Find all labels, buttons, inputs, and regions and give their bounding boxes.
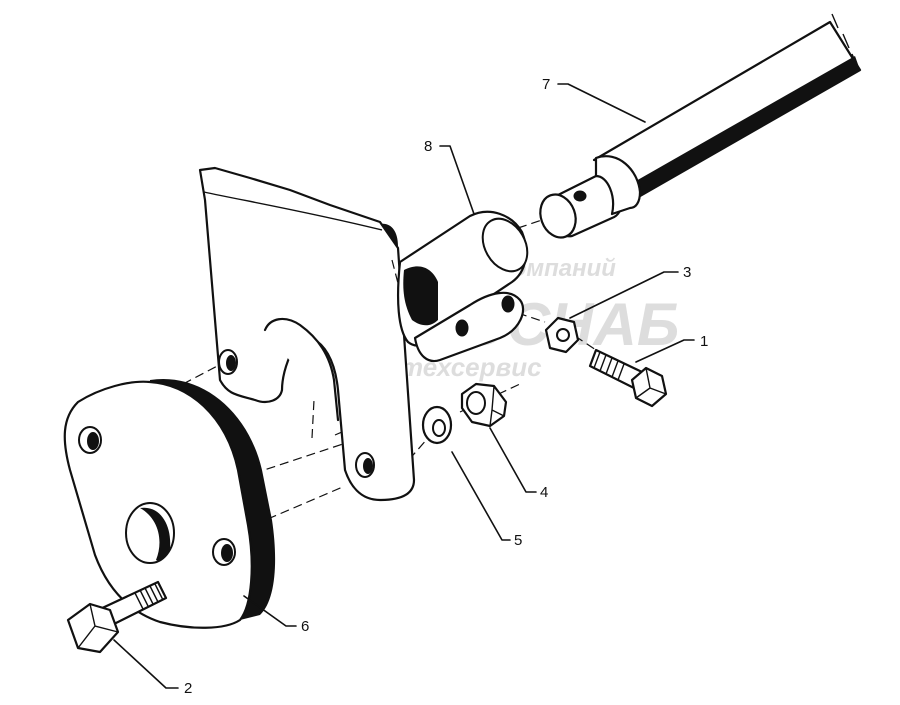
part-1-bolt [588,348,668,408]
callout-5: 5 [514,532,522,549]
part-7-shaft [539,13,862,239]
part-5-washer [421,405,453,445]
leader-lines [113,83,695,689]
part-6-flange-plate [63,378,276,629]
callout-7: 7 [542,76,550,93]
part-2-hex-bolt [66,580,168,654]
part-4-nut [460,382,508,428]
callout-8: 8 [424,138,432,155]
callout-labels: 1 2 3 4 5 6 7 8 [184,76,708,697]
part-3-nut [544,316,580,354]
callout-4: 4 [540,484,548,501]
callout-6: 6 [301,618,309,635]
callout-2: 2 [184,680,192,697]
watermark-line3: техсервис [400,352,542,382]
mounting-bracket [198,166,416,502]
callout-3: 3 [683,264,691,281]
part-8-coupling [396,210,529,363]
callout-1: 1 [700,333,708,350]
